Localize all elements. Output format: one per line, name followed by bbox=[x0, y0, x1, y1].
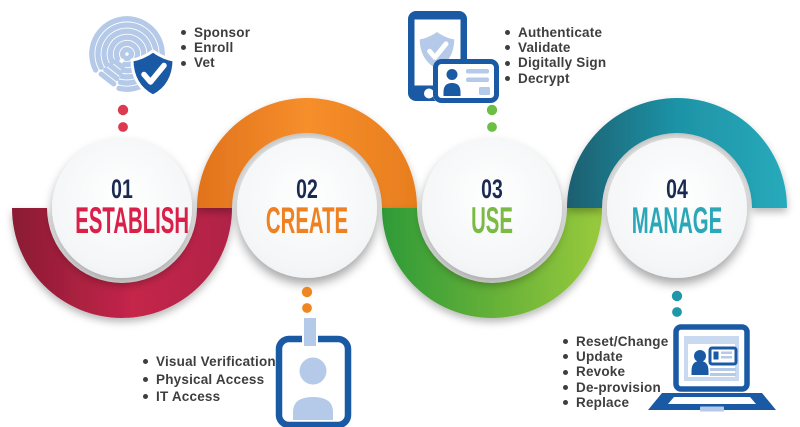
laptop-trackpad bbox=[700, 406, 724, 412]
list-item: Revoke bbox=[562, 364, 668, 379]
bullet-list-use: Authenticate Validate Digitally Sign Dec… bbox=[504, 25, 606, 86]
list-item: Physical Access bbox=[142, 371, 276, 389]
list-item: Sponsor bbox=[180, 25, 250, 40]
connector-dots-manage bbox=[671, 290, 683, 317]
step-circle-create bbox=[237, 138, 377, 278]
arc-manage bbox=[567, 98, 787, 208]
list-item: De-provision bbox=[562, 380, 668, 395]
arc-establish bbox=[12, 208, 232, 318]
mobile-credential-icon bbox=[408, 11, 499, 103]
laptop-id-card bbox=[708, 346, 738, 366]
bullet-list-create: Visual Verification Physical Access IT A… bbox=[142, 353, 276, 406]
connector-dots-use bbox=[486, 104, 498, 132]
list-item: Visual Verification bbox=[142, 353, 276, 371]
shield-check-icon bbox=[130, 49, 176, 98]
connector-dots-create bbox=[301, 286, 313, 313]
arc-use bbox=[382, 208, 602, 318]
list-item: Reset/Change bbox=[562, 334, 668, 349]
list-item: Decrypt bbox=[504, 71, 606, 86]
home-button bbox=[424, 88, 434, 99]
laptop-screen bbox=[673, 324, 750, 392]
list-item: Replace bbox=[562, 395, 668, 410]
laptop-keyboard bbox=[668, 397, 756, 404]
connector-dots-establish bbox=[117, 104, 129, 132]
fingerprint-icon bbox=[89, 16, 165, 92]
list-item: Validate bbox=[504, 40, 606, 55]
check-icon bbox=[141, 62, 167, 85]
badge-strap bbox=[302, 316, 318, 348]
arc-create bbox=[197, 98, 417, 208]
list-item: Enroll bbox=[180, 40, 250, 55]
list-item: Update bbox=[562, 349, 668, 364]
bullet-list-establish: Sponsor Enroll Vet bbox=[180, 25, 250, 71]
step-circle-manage bbox=[607, 138, 747, 278]
badge-person-head bbox=[299, 357, 327, 385]
list-item: Vet bbox=[180, 55, 250, 70]
step-circle-use bbox=[422, 138, 562, 278]
list-item: Digitally Sign bbox=[504, 55, 606, 70]
id-card-overlay-icon bbox=[433, 59, 499, 103]
list-item: Authenticate bbox=[504, 25, 606, 40]
id-badge-icon bbox=[275, 316, 352, 427]
step-circle-establish bbox=[52, 138, 192, 278]
bullet-list-manage: Reset/Change Update Revoke De-provision … bbox=[562, 334, 668, 410]
fingerprint-shield-icon bbox=[89, 16, 176, 98]
list-item: IT Access bbox=[142, 388, 276, 406]
laptop-credential-icon bbox=[648, 324, 776, 412]
badge-person-body bbox=[293, 397, 333, 420]
